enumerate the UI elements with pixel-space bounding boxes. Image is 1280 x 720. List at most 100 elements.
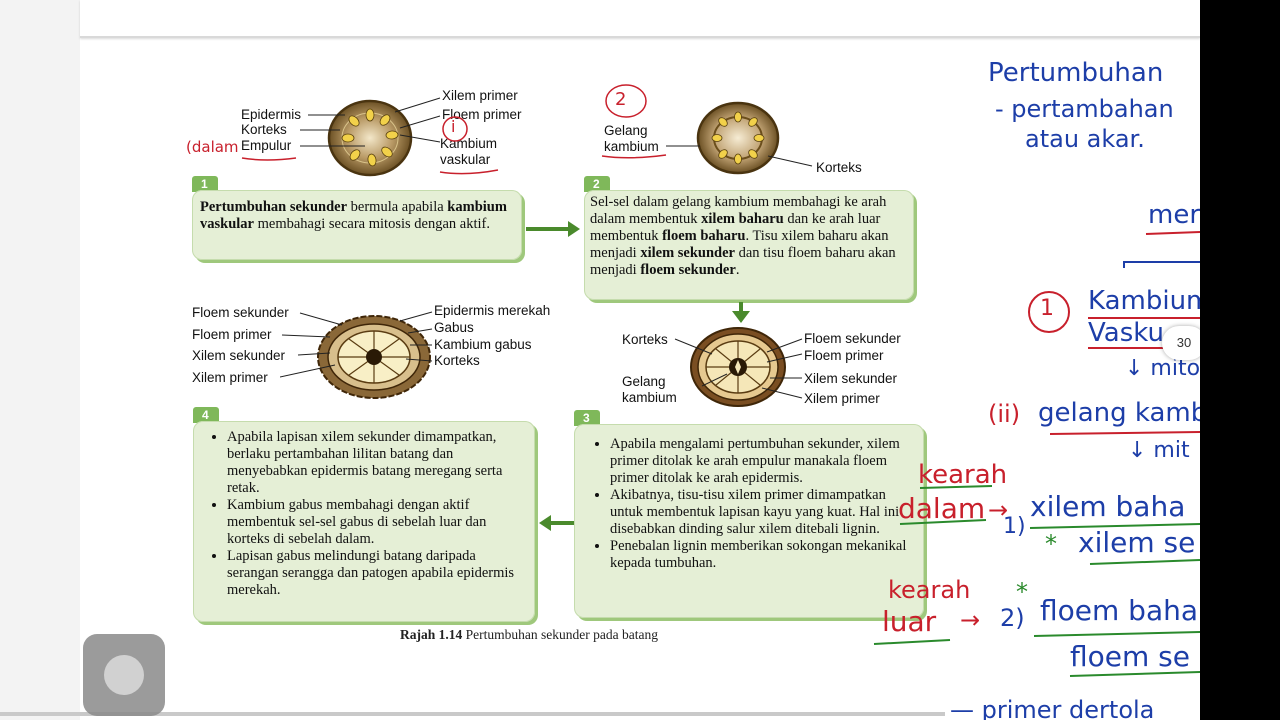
step-number-2: 2 bbox=[584, 176, 610, 192]
step-number-1: 1 bbox=[192, 176, 218, 192]
note-star-2: * bbox=[1016, 578, 1028, 606]
note-line-2: - pertambahan bbox=[995, 95, 1174, 123]
label-empulur: Empulur bbox=[241, 138, 292, 153]
arrow-right-icon bbox=[526, 221, 580, 237]
note-bottom: — primer dertola bbox=[950, 696, 1155, 720]
annotation-underlines-1 bbox=[241, 157, 499, 175]
step-number-4: 4 bbox=[193, 407, 219, 423]
page-top-edge bbox=[80, 0, 1200, 38]
caption-number: Rajah 1.14 bbox=[400, 627, 463, 642]
label-epidermis: Epidermis bbox=[241, 107, 302, 122]
step-box-4: Apabila lapisan xilem sekunder dimampatk… bbox=[193, 421, 535, 622]
box3-item-3: Penebalan lignin memberikan sokongan mek… bbox=[610, 538, 918, 572]
box2-text-2: dan ke arah luar membentuk bbox=[590, 211, 881, 244]
note-star-1: * bbox=[1045, 530, 1057, 558]
stem-cross-section-stage-3 bbox=[690, 327, 786, 407]
label-kambium-3: kambium bbox=[622, 390, 677, 405]
box4-item-1: Apabila lapisan xilem sekunder dimampatk… bbox=[227, 429, 529, 497]
box1-bold-1: Pertumbuhan sekunder bbox=[200, 199, 348, 215]
label-floem-primer-3: Floem primer bbox=[804, 348, 884, 363]
annotation-circle-2-text: 2 bbox=[615, 89, 627, 110]
box2-text-3: . Tisu xilem baharu akan menjadi bbox=[590, 228, 889, 261]
note-circle-1 bbox=[1028, 291, 1070, 333]
note-underline-gelang bbox=[1049, 431, 1200, 435]
label-xilem-sekunder-4: Xilem sekunder bbox=[192, 348, 286, 363]
box4-item-2: Kambium gabus membahagi dengan aktif mem… bbox=[227, 497, 529, 548]
box1-bold-2: kambium vaskular bbox=[200, 199, 507, 232]
label-xilem-primer: Xilem primer bbox=[442, 88, 518, 103]
box3-list: Apabila mengalami pertumbuhan sekunder, … bbox=[580, 436, 918, 572]
stem-cross-section-stage-2 bbox=[696, 101, 780, 175]
box2-text-1: Sel-sel dalam gelang kambium membahagi k… bbox=[590, 194, 887, 227]
step-box-2: Sel-sel dalam gelang kambium membahagi k… bbox=[584, 190, 914, 300]
note-num-1: 1 bbox=[1040, 296, 1054, 321]
note-xilem-se: xilem se bbox=[1078, 526, 1196, 559]
note-underline-luar bbox=[873, 639, 951, 645]
label-korteks-4: Korteks bbox=[434, 353, 480, 368]
home-circle-icon bbox=[104, 655, 144, 695]
box3-item-2: Akibatnya, tisu-tisu xilem primer dimamp… bbox=[610, 487, 918, 538]
note-mit: ↓ mit bbox=[1128, 438, 1190, 463]
note-arrow-2: → bbox=[960, 606, 981, 634]
stage-2-leader-lines bbox=[666, 145, 813, 167]
note-underlines-xilem bbox=[1029, 523, 1200, 565]
note-underlines-dalam bbox=[899, 485, 993, 525]
step-box-3: Apabila mengalami pertumbuhan sekunder, … bbox=[574, 424, 924, 618]
label-floem-primer: Floem primer bbox=[442, 107, 522, 122]
page-number-badge[interactable]: 30 bbox=[1162, 326, 1200, 360]
annotation-circle-i-text: i bbox=[451, 117, 456, 136]
step-box-1: Pertumbuhan sekunder bermula apabila kam… bbox=[192, 190, 522, 260]
label-korteks-3: Korteks bbox=[622, 332, 668, 347]
box2-text-5: . bbox=[735, 262, 740, 278]
label-gelang-3: Gelang bbox=[622, 374, 666, 389]
box2-bold-1: xilem baharu bbox=[701, 211, 784, 227]
note-lines-mer bbox=[1123, 231, 1200, 268]
note-ii: (ii) bbox=[988, 400, 1021, 428]
label-epidermis-merekah: Epidermis merekah bbox=[434, 303, 551, 318]
arrow-down-icon bbox=[732, 302, 750, 323]
label-vaskular: vaskular bbox=[440, 152, 491, 167]
arrow-left-icon bbox=[539, 515, 575, 531]
figure-caption: Rajah 1.14 Pertumbuhan sekunder pada bat… bbox=[400, 627, 658, 643]
box4-item-3: Lapisan gabus melindungi batang daripada… bbox=[227, 548, 529, 599]
note-line-1: Pertumbuhan bbox=[988, 58, 1164, 88]
note-floem-se: floem se bbox=[1070, 640, 1190, 673]
box2-bold-4: floem sekunder bbox=[640, 262, 736, 278]
box2-text-4: dan tisu floem baharu akan menjadi bbox=[590, 245, 896, 278]
label-xilem-primer-3: Xilem primer bbox=[804, 391, 880, 406]
note-n2: 2) bbox=[1000, 604, 1025, 632]
note-underlines-floem bbox=[1033, 631, 1200, 677]
label-floem-sekunder-3: Floem sekunder bbox=[804, 331, 901, 346]
annotation-circle-2 bbox=[605, 84, 647, 118]
note-dalam: dalam bbox=[898, 492, 986, 525]
box3-item-1: Apabila mengalami pertumbuhan sekunder, … bbox=[610, 436, 918, 487]
assistive-touch-button[interactable] bbox=[83, 634, 165, 716]
note-mito: ↓ mito bbox=[1125, 356, 1200, 381]
left-margin bbox=[0, 0, 80, 720]
note-luar: luar bbox=[882, 605, 937, 638]
note-gelang: gelang kamb bbox=[1038, 398, 1200, 428]
annotation-circle-i bbox=[442, 116, 468, 142]
annotation-underline-gelang bbox=[601, 154, 667, 159]
note-n1: 1) bbox=[1003, 514, 1026, 539]
stage-4-leader-lines bbox=[280, 311, 433, 378]
label-floem-sekunder-4: Floem sekunder bbox=[192, 305, 289, 320]
note-floem-baha: floem baha bbox=[1040, 594, 1199, 627]
note-vasku: Vasku bbox=[1088, 318, 1164, 348]
label-floem-primer-4: Floem primer bbox=[192, 327, 272, 342]
note-arrow-1: → bbox=[988, 496, 1009, 524]
stage-1-leader-lines bbox=[300, 97, 441, 147]
scroll-progress-bar bbox=[0, 712, 945, 716]
box2-bold-3: xilem sekunder bbox=[640, 245, 735, 261]
label-korteks-2: Korteks bbox=[816, 160, 862, 175]
note-mer: mer bbox=[1148, 200, 1200, 230]
caption-text: Pertumbuhan sekunder pada batang bbox=[462, 627, 658, 642]
note-line-3: atau akar. bbox=[1025, 125, 1145, 153]
annotation-dalam: (dalam bbox=[186, 138, 239, 156]
label-kambium-2: kambium bbox=[604, 139, 659, 154]
label-gelang: Gelang bbox=[604, 123, 648, 138]
note-kearah-1: kearah bbox=[918, 460, 1008, 490]
note-kearah-2: kearah bbox=[888, 576, 971, 604]
label-kambium: Kambium bbox=[440, 136, 498, 151]
stem-cross-section-stage-1 bbox=[327, 99, 413, 177]
